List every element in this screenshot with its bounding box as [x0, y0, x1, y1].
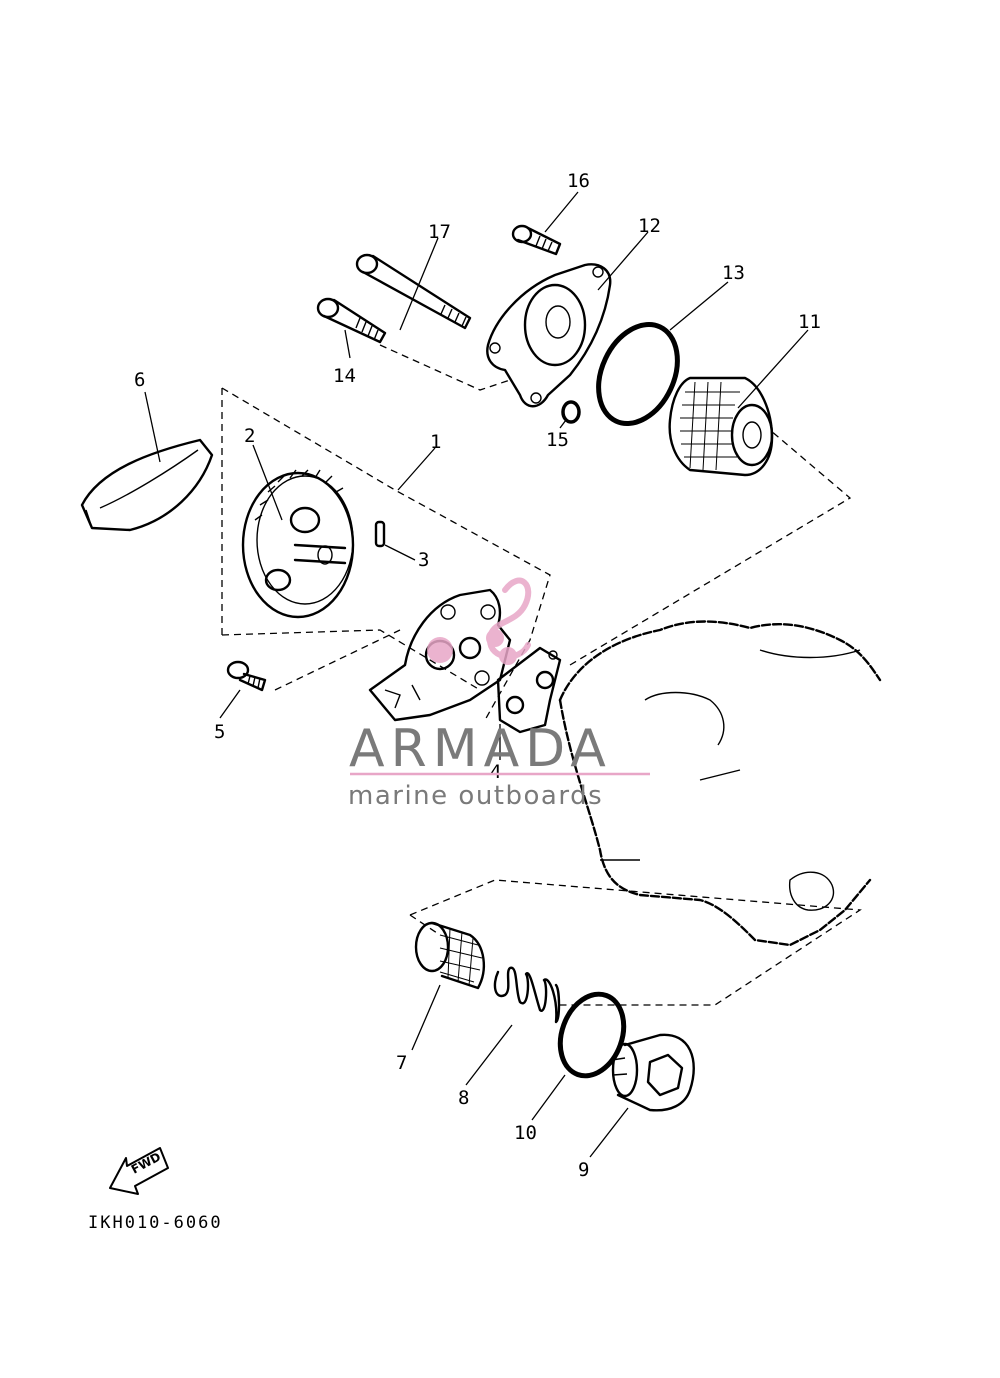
callout-6: 6 — [134, 369, 145, 391]
o-ring-part-15 — [561, 400, 581, 424]
oil-filter-part — [668, 376, 774, 477]
drawing-code: IKH010-6060 — [88, 1213, 223, 1233]
callout-12: 12 — [638, 215, 661, 237]
drain-plug-part — [611, 1033, 695, 1112]
watermark-title: ARMADA — [349, 719, 612, 779]
long-bolt-part-17 — [355, 253, 472, 330]
callout-5: 5 — [214, 721, 225, 743]
watermark-logo-icon — [427, 577, 532, 665]
assembly-boundary-pump — [221, 387, 551, 721]
callout-17: 17 — [428, 221, 451, 243]
screw-part-5 — [226, 660, 267, 692]
watermark-subtitle: marine outboards — [348, 781, 603, 811]
pump-gasket-part — [496, 646, 562, 734]
oil-pump-body-part — [368, 588, 512, 722]
callout-3: 3 — [418, 549, 429, 571]
callout-11: 11 — [798, 311, 821, 333]
leader-lines — [144, 191, 809, 1158]
strainer-part — [414, 921, 486, 990]
fwd-arrow-icon: FWD — [109, 1147, 169, 1195]
bolt-part-16 — [511, 224, 562, 256]
callout-labels: 1 2 3 4 5 6 7 8 9 10 11 12 13 14 15 16 1… — [134, 170, 821, 1181]
bolt-part-14 — [316, 297, 387, 344]
dowel-pin-part — [374, 520, 386, 548]
spring-part — [493, 966, 561, 1024]
callout-10: 10 — [514, 1122, 537, 1144]
callout-7: 7 — [396, 1052, 407, 1074]
o-ring-part-10 — [557, 991, 627, 1079]
callout-4: 4 — [490, 761, 501, 783]
callout-15: 15 — [546, 429, 569, 451]
filter-cover-part — [486, 263, 612, 408]
crankcase-outline — [558, 620, 882, 947]
armada-watermark: ARMADA marine outboards — [348, 577, 650, 811]
assembly-lines-filter — [379, 344, 852, 666]
o-ring-part-13 — [596, 321, 680, 427]
callout-8: 8 — [458, 1087, 469, 1109]
callout-1: 1 — [430, 431, 441, 453]
callout-9: 9 — [578, 1159, 589, 1181]
seal-cover-part — [80, 438, 214, 532]
callout-2: 2 — [244, 425, 255, 447]
callout-13: 13 — [722, 262, 745, 284]
driven-gear-part — [241, 469, 355, 619]
callout-14: 14 — [333, 365, 356, 387]
callout-16: 16 — [567, 170, 590, 192]
